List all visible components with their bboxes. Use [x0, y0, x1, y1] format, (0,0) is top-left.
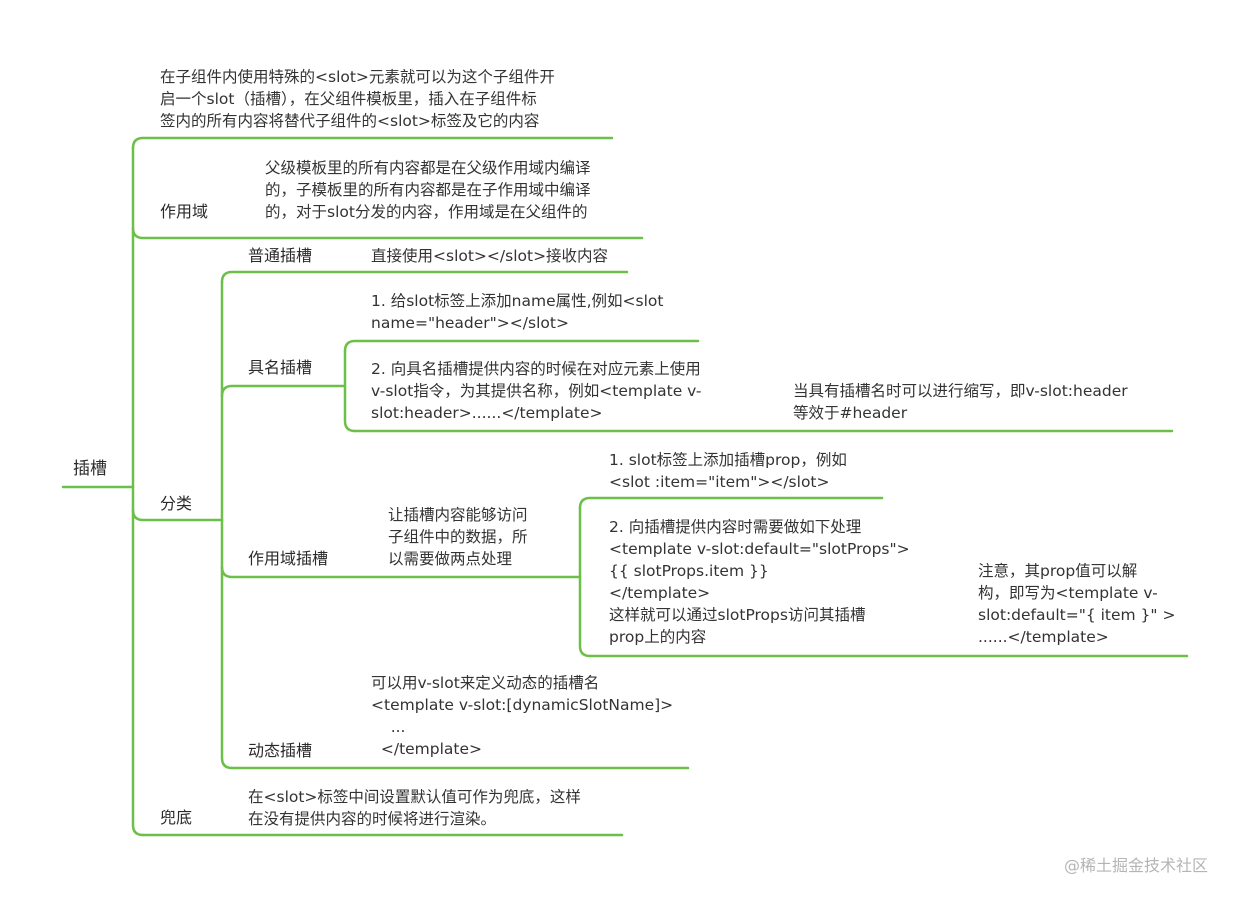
- fallback-topic[interactable]: 兜底: [160, 808, 193, 827]
- named-slot-step2[interactable]: 2. 向具名插槽提供内容的时候在对应元素上使用 v-slot指令，为其提供名称，…: [371, 360, 702, 422]
- scoped-slot-step1[interactable]: 1. slot标签上添加插槽prop，例如 <slot :item="item"…: [609, 451, 847, 491]
- link-category-to-named: [220, 384, 347, 398]
- named-slot-shorthand[interactable]: 当具有插槽名时可以进行缩写，即v-slot:header 等效于#header: [793, 382, 1128, 422]
- fallback-detail[interactable]: 在<slot>标签中间设置默认值可作为兜底，这样 在没有提供内容的时候将进行渲染…: [248, 788, 581, 828]
- named-slot-step1[interactable]: 1. 给slot标签上添加name属性,例如<slot name="header…: [371, 292, 664, 332]
- named-slot-topic[interactable]: 具名插槽: [248, 358, 313, 377]
- link-root-to-category: [131, 508, 224, 522]
- scoped-slot-detail[interactable]: 让插槽内容能够访问 子组件中的数据，所 以需要做两点处理: [388, 506, 528, 568]
- named-trunk: [343, 349, 357, 433]
- link-category-to-normal: [220, 270, 629, 284]
- link-root-to-intro: [131, 136, 614, 150]
- scoped-trunk: [578, 506, 592, 658]
- scoped-slot-topic[interactable]: 作用域插槽: [248, 549, 329, 568]
- link-named-to-step1: [343, 339, 700, 353]
- link-category-to-scoped: [220, 565, 582, 579]
- root-topic[interactable]: 插槽: [73, 459, 107, 479]
- scoped-slot-step2[interactable]: 2. 向插槽提供内容时需要做如下处理 <template v-slot:defa…: [609, 518, 910, 646]
- dynamic-slot-detail[interactable]: 可以用v-slot来定义动态的插槽名 <template v-slot:[dyn…: [371, 674, 674, 758]
- normal-slot-topic[interactable]: 普通插槽: [248, 246, 313, 265]
- scoped-slot-note[interactable]: 注意，其prop值可以解 构，即写为<template v- slot:defa…: [978, 562, 1176, 646]
- watermark-text: @稀土掘金技术社区: [1064, 856, 1209, 875]
- link-root-to-scope: [131, 226, 644, 240]
- normal-slot-detail[interactable]: 直接使用<slot></slot>接收内容: [371, 247, 609, 265]
- scope-detail[interactable]: 父级模板里的所有内容都是在父级作用域内编译 的，子模板里的所有内容都是在子作用域…: [265, 159, 591, 221]
- dynamic-slot-topic[interactable]: 动态插槽: [248, 741, 313, 760]
- link-scoped-to-step1: [578, 496, 884, 510]
- category-topic[interactable]: 分类: [160, 494, 193, 513]
- scope-topic[interactable]: 作用域: [160, 202, 209, 221]
- root-trunk: [131, 146, 145, 837]
- category-trunk: [220, 280, 234, 770]
- intro-text[interactable]: 在子组件内使用特殊的<slot>元素就可以为这个子组件开 启一个slot（插槽）…: [160, 68, 555, 130]
